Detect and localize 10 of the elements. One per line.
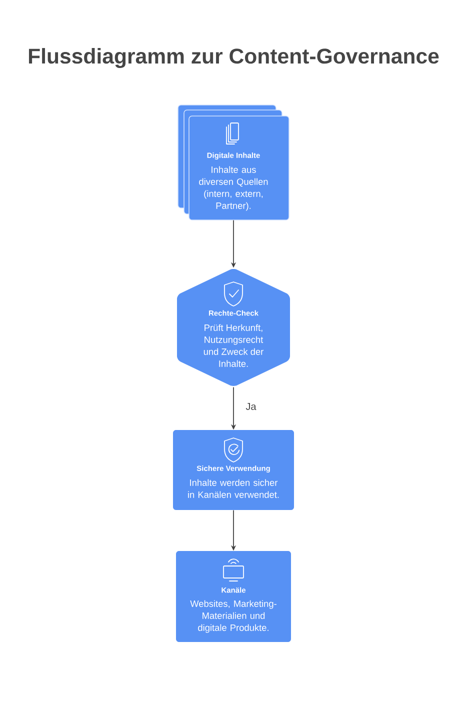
process-box (176, 551, 291, 642)
edge-label: Ja (246, 403, 256, 410)
title: Flussdiagramm zur Content-Governance (29, 48, 439, 68)
description: Inhalte werden sicher in Kanälen verwendet. (188, 479, 279, 498)
description: Inhalte aus diversen Quellen (intern, extern, Partner). (199, 166, 268, 211)
document-stack (178, 104, 290, 220)
description: Prüft Herkunft, Nutzungsrecht und Zweck der Inhalte. (204, 324, 264, 367)
process-box (173, 430, 294, 510)
description: Websites, Marketing-Materialien und digitale Produkte. (190, 600, 276, 633)
hexagon (177, 269, 290, 386)
